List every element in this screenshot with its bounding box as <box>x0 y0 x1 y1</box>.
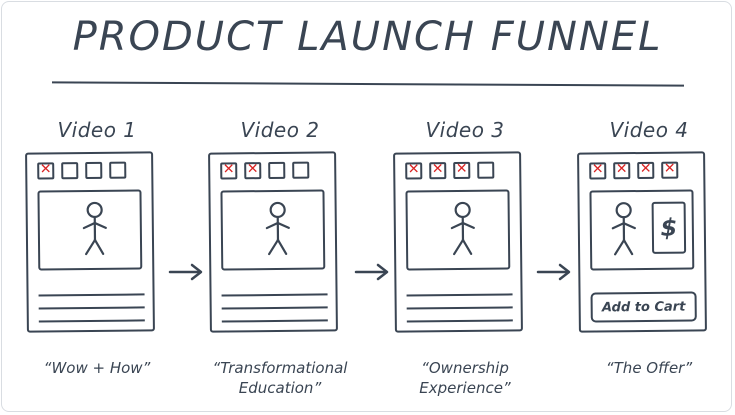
stick-figure-icon <box>265 201 290 256</box>
video-screen: $ <box>589 189 695 271</box>
progress-box-3 <box>268 161 286 180</box>
caption-line: “Wow + How” <box>43 359 151 377</box>
progress-box-2: ✕ <box>244 161 262 180</box>
text-line <box>221 319 328 323</box>
progress-boxes: ✕ <box>37 161 127 180</box>
text-line <box>221 293 328 297</box>
text-line <box>406 306 513 310</box>
video-caption: “The Offer” <box>564 358 734 378</box>
x-mark-icon: ✕ <box>246 161 259 178</box>
video-caption: “Transformational Education” <box>195 358 365 398</box>
text-line <box>221 306 328 310</box>
x-mark-icon: ✕ <box>39 161 52 178</box>
sales-page-sketch: ✕ ✕ ✕ ✕ $ Add to Cart <box>577 151 707 333</box>
progress-box-3: ✕ <box>453 160 471 180</box>
progress-box-3: ✕ <box>637 160 655 180</box>
progress-boxes: ✕ ✕ ✕ ✕ <box>589 160 679 180</box>
progress-box-2: ✕ <box>613 161 631 180</box>
video-label: Video 2 <box>240 118 320 142</box>
progress-box-1: ✕ <box>405 161 423 180</box>
video-panel-3: Video 3 ✕ ✕ ✕ “Ownership Experience” <box>390 112 540 412</box>
video-caption: “Ownership Experience” <box>380 358 550 398</box>
stick-figure-icon <box>450 201 475 256</box>
x-mark-icon: ✕ <box>591 161 604 178</box>
progress-box-1: ✕ <box>589 161 607 180</box>
right-arrow-icon <box>354 263 389 281</box>
text-line <box>38 306 145 310</box>
video-panel-1: Video 1 ✕ “Wow + How” <box>22 112 172 412</box>
progress-box-3 <box>85 161 103 180</box>
landing-page-sketch: ✕ <box>25 151 155 333</box>
text-line <box>38 293 145 297</box>
page-title: PRODUCT LAUNCH FUNNEL <box>72 14 663 60</box>
x-mark-icon: ✕ <box>407 161 420 178</box>
landing-page-sketch: ✕ ✕ ✕ <box>393 151 523 333</box>
caption-line: Education” <box>238 379 322 397</box>
x-mark-icon: ✕ <box>455 160 468 178</box>
video-panel-4: Video 4 ✕ ✕ ✕ ✕ $ Add to Cart “The Offer… <box>574 112 724 412</box>
landing-page-sketch: ✕ ✕ <box>208 151 338 333</box>
text-line <box>406 319 513 323</box>
video-screen <box>220 189 326 271</box>
x-mark-icon: ✕ <box>431 161 444 178</box>
caption-line: Experience” <box>419 379 511 397</box>
x-mark-icon: ✕ <box>639 160 652 178</box>
right-arrow-icon <box>168 263 203 281</box>
progress-box-4 <box>109 161 127 179</box>
progress-boxes: ✕ ✕ <box>220 161 310 180</box>
progress-box-4 <box>292 161 310 179</box>
text-line <box>406 293 513 297</box>
progress-box-2 <box>61 162 79 180</box>
caption-line: “The Offer” <box>605 359 693 377</box>
progress-boxes: ✕ ✕ ✕ <box>405 160 495 180</box>
progress-box-1: ✕ <box>220 161 238 180</box>
stick-figure-icon <box>82 201 107 256</box>
text-line <box>38 319 145 323</box>
progress-box-4 <box>477 161 495 179</box>
x-mark-icon: ✕ <box>663 160 676 177</box>
add-to-cart-button[interactable]: Add to Cart <box>590 291 697 323</box>
caption-line: “Ownership <box>421 359 509 377</box>
video-caption: “Wow + How” <box>12 358 182 378</box>
stick-figure-icon <box>611 202 636 256</box>
video-screen <box>37 189 143 271</box>
progress-box-4: ✕ <box>661 160 679 179</box>
video-screen <box>405 189 511 271</box>
progress-box-1: ✕ <box>37 161 55 180</box>
progress-box-2: ✕ <box>429 161 447 180</box>
video-panel-2: Video 2 ✕ ✕ “Transformational Educa <box>205 112 355 412</box>
caption-line: “Transformational <box>212 359 348 377</box>
video-label: Video 4 <box>609 118 689 142</box>
x-mark-icon: ✕ <box>615 161 628 178</box>
video-label: Video 1 <box>57 118 137 142</box>
dollar-sign-icon: $ <box>651 201 687 254</box>
x-mark-icon: ✕ <box>222 161 235 178</box>
video-label: Video 3 <box>425 118 505 142</box>
right-arrow-icon <box>536 263 571 281</box>
